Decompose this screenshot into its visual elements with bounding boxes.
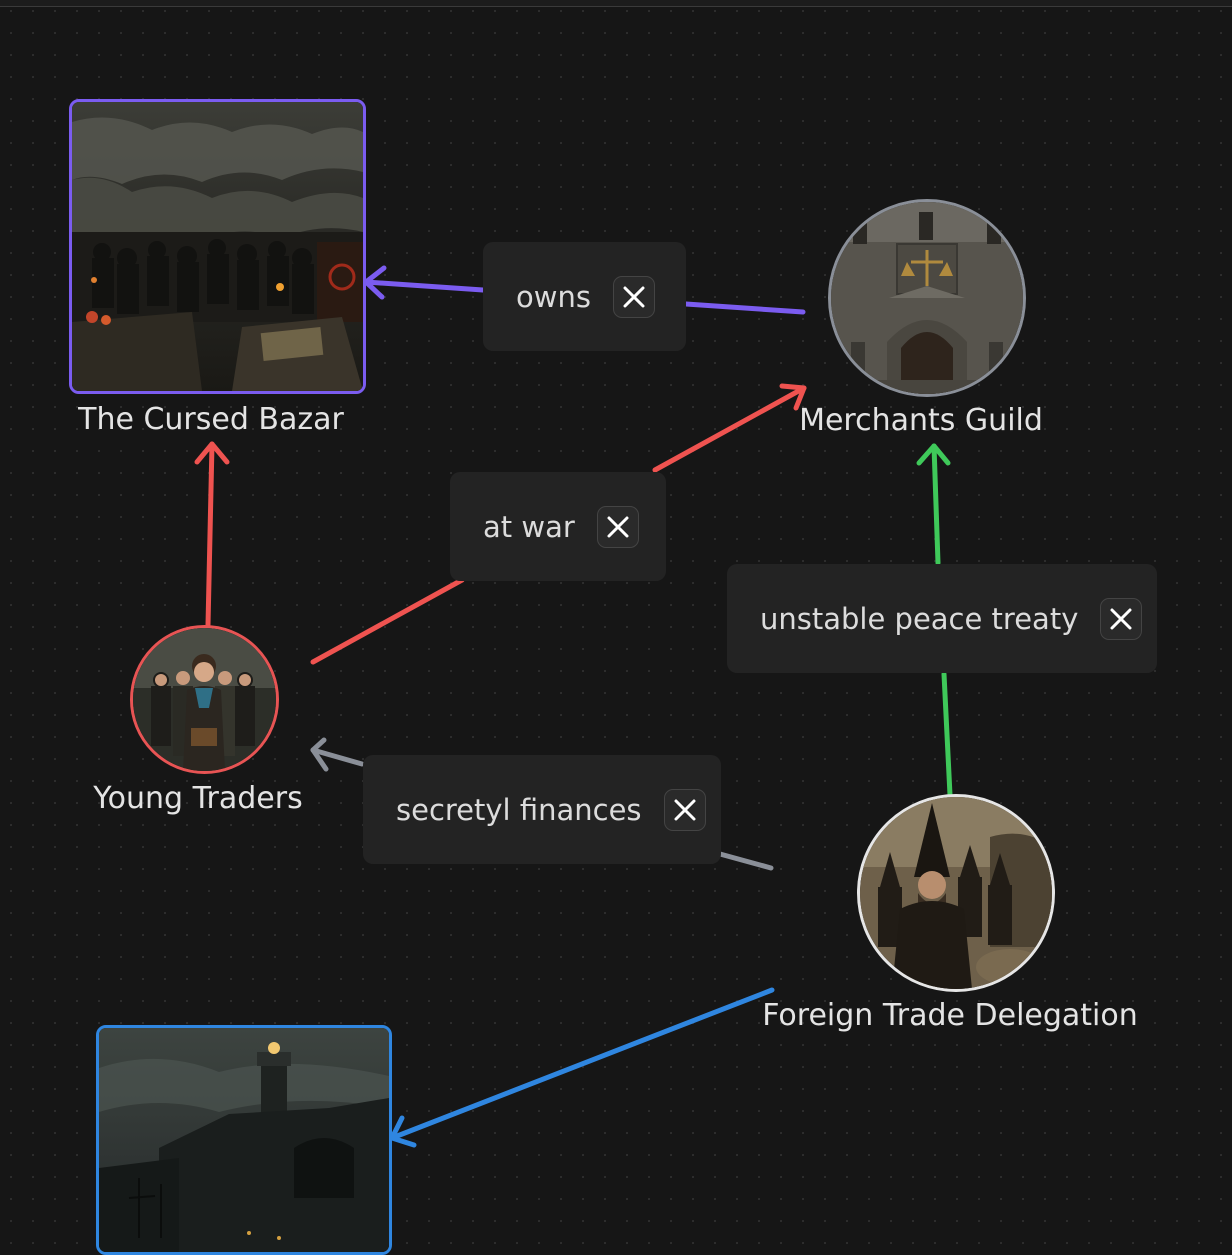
guild-building-image bbox=[831, 202, 1023, 394]
edge-label-peace[interactable]: unstable peace treaty bbox=[727, 564, 1157, 673]
close-icon bbox=[623, 286, 645, 307]
edge-peace-line-2[interactable] bbox=[931, 443, 941, 566]
node-cursed-bazar-image[interactable] bbox=[69, 99, 366, 394]
node-harbor-image[interactable] bbox=[96, 1025, 392, 1255]
edge-harbor-link-arrowhead bbox=[389, 1115, 417, 1148]
close-icon bbox=[674, 799, 696, 820]
edge-peace-arrowhead bbox=[916, 443, 951, 466]
edge-finances-arrowhead bbox=[310, 737, 329, 772]
edge-peace-line[interactable] bbox=[941, 671, 953, 798]
remove-peace-button[interactable] bbox=[1100, 597, 1143, 640]
edge-owns-line[interactable] bbox=[683, 301, 806, 315]
edge-owns-line-2[interactable] bbox=[363, 279, 486, 293]
edge-bazar-link-line[interactable] bbox=[205, 441, 215, 628]
young-traders-image bbox=[133, 628, 276, 771]
edge-label-finances-text: secretyl finances bbox=[396, 792, 642, 827]
node-foreign-delegation-image[interactable] bbox=[857, 794, 1055, 992]
edge-finances-line-2[interactable] bbox=[310, 747, 365, 767]
lighthouse-harbor-image bbox=[99, 1028, 389, 1252]
remove-at-war-button[interactable] bbox=[596, 505, 639, 548]
node-cursed-bazar-label: The Cursed Bazar bbox=[78, 402, 344, 437]
edge-harbor-link-line[interactable] bbox=[389, 987, 775, 1141]
node-young-traders-label: Young Traders bbox=[93, 781, 303, 816]
node-foreign-delegation-label: Foreign Trade Delegation bbox=[762, 998, 1138, 1033]
edge-label-owns[interactable]: owns bbox=[483, 242, 686, 351]
close-icon bbox=[607, 516, 629, 537]
edge-at-war-arrowhead bbox=[779, 383, 807, 411]
edge-label-owns-text: owns bbox=[516, 279, 591, 314]
remove-finances-button[interactable] bbox=[663, 788, 706, 831]
delegation-image bbox=[860, 797, 1052, 989]
edge-label-finances[interactable]: secretyl finances bbox=[363, 755, 721, 864]
edge-label-peace-text: unstable peace treaty bbox=[760, 601, 1079, 636]
remove-owns-button[interactable] bbox=[612, 275, 655, 318]
edge-bazar-link-arrowhead bbox=[194, 441, 230, 465]
node-young-traders-image[interactable] bbox=[130, 625, 279, 774]
node-merchants-guild-image[interactable] bbox=[828, 199, 1026, 397]
close-icon bbox=[1110, 608, 1132, 629]
node-merchants-guild-label: Merchants Guild bbox=[799, 403, 1043, 438]
edge-owns-arrowhead bbox=[363, 265, 387, 300]
edge-at-war-line-2[interactable] bbox=[652, 385, 807, 473]
edge-finances-line[interactable] bbox=[717, 851, 774, 871]
edge-at-war-line[interactable] bbox=[310, 577, 465, 665]
edge-label-at-war-text: at war bbox=[483, 509, 575, 544]
edge-label-at-war[interactable]: at war bbox=[450, 472, 666, 581]
market-scene-image bbox=[72, 102, 363, 391]
top-border bbox=[0, 0, 1232, 7]
